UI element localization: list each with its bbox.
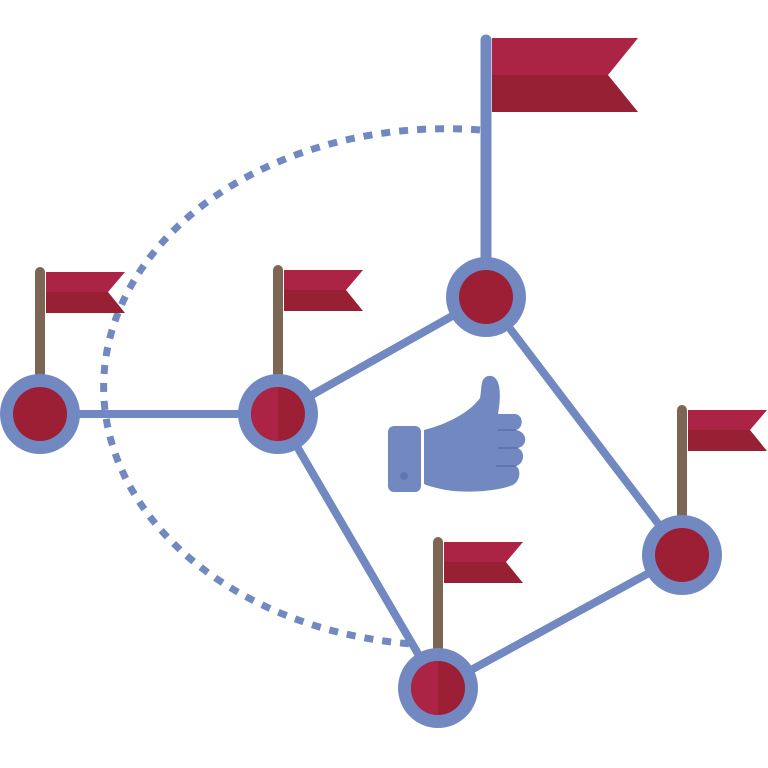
network-node xyxy=(238,374,318,454)
big-flag-icon xyxy=(480,34,638,303)
network-node xyxy=(642,515,722,595)
network-node xyxy=(446,257,526,337)
flag-icon xyxy=(433,537,523,657)
dotted-arc xyxy=(100,125,481,648)
edge xyxy=(482,293,686,559)
thumbs-up-icon xyxy=(388,375,526,492)
network-node xyxy=(0,374,80,454)
network-node xyxy=(398,648,478,728)
flag-icon xyxy=(273,265,363,385)
edge xyxy=(274,410,442,692)
flag-icon xyxy=(35,267,125,387)
edge xyxy=(434,551,686,692)
flag-icon xyxy=(677,405,767,525)
